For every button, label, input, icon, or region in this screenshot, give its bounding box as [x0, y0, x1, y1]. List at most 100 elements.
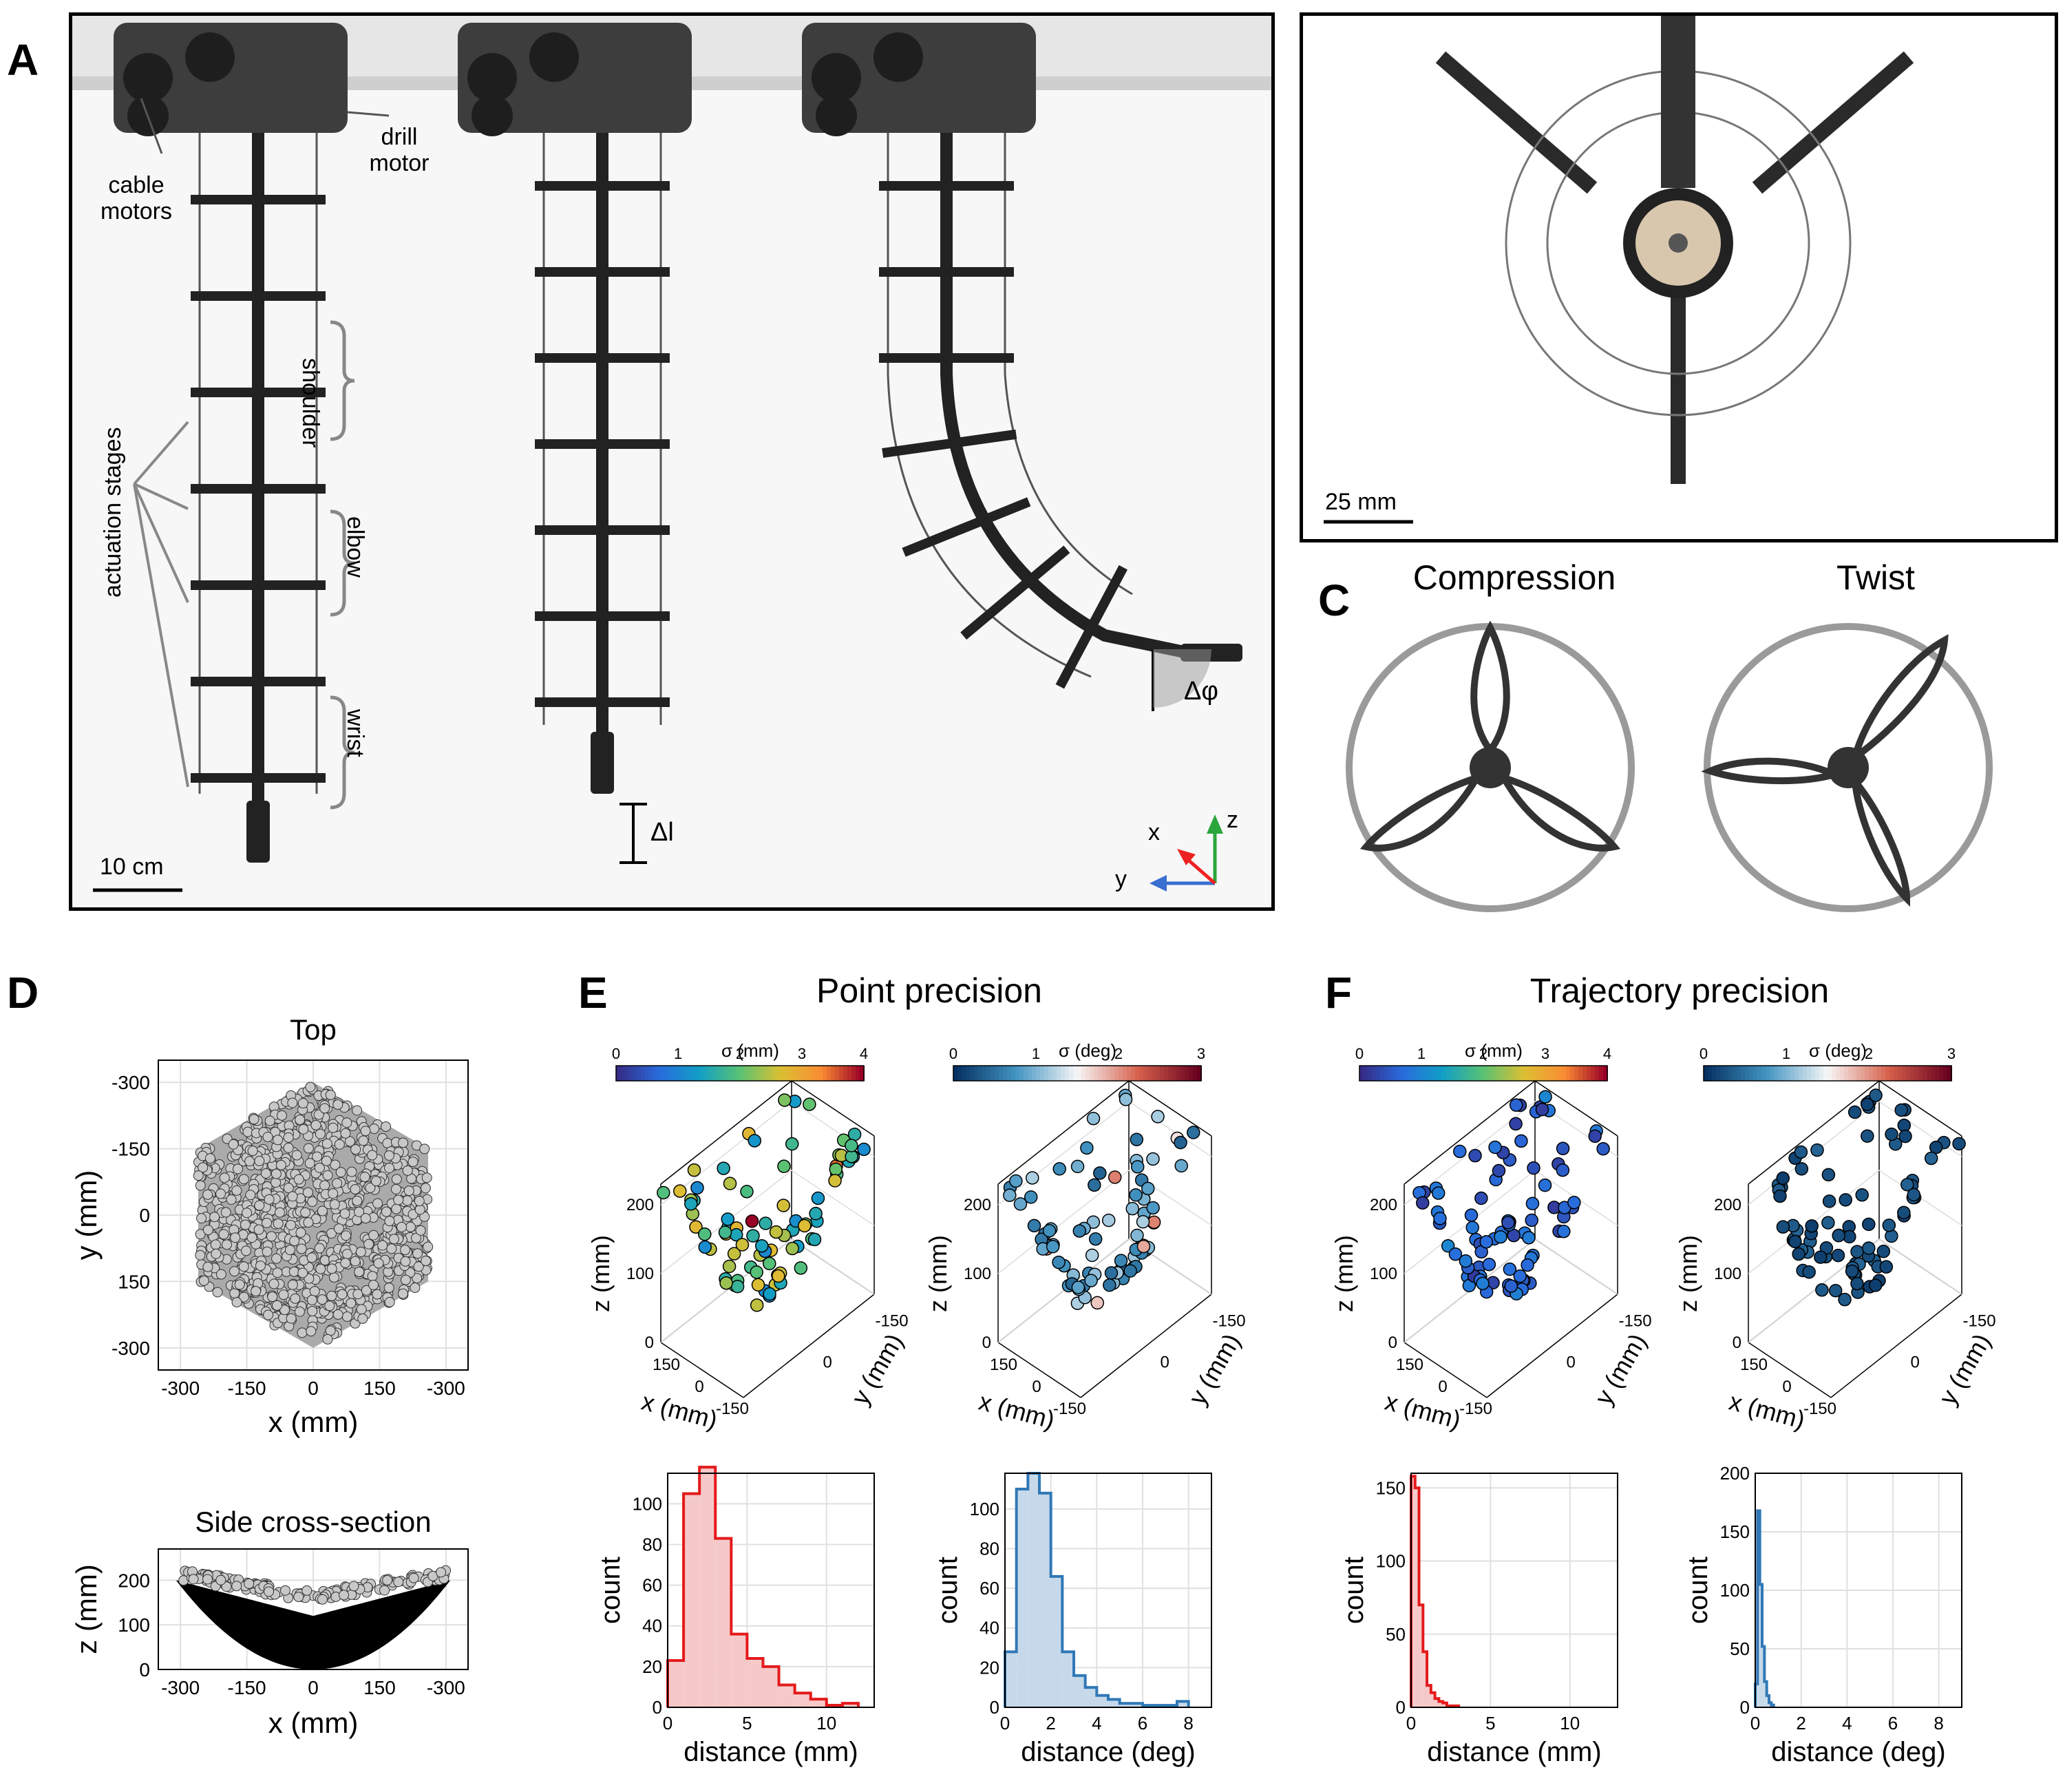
colorbar-segment	[666, 1066, 670, 1081]
colorbar-segment	[1923, 1066, 1927, 1081]
plot-area	[1411, 1473, 1618, 1707]
colorbar-segment	[1856, 1066, 1861, 1081]
colorbar-segment	[798, 1066, 803, 1081]
y-tick-label: 100	[118, 1614, 150, 1636]
data-point	[1416, 1196, 1430, 1210]
data-point	[230, 1232, 241, 1243]
data-point	[1821, 1216, 1835, 1230]
colorbar-segment	[661, 1066, 666, 1081]
histogram-bar	[1039, 1493, 1051, 1707]
colorbar-segment	[1040, 1066, 1045, 1081]
data-point	[1924, 1151, 1938, 1166]
data-point	[271, 1168, 282, 1179]
data-point	[1850, 1245, 1864, 1258]
data-point	[255, 1261, 266, 1272]
y-tick-label: 40	[642, 1616, 662, 1636]
panel-letter-a: A	[7, 35, 39, 85]
data-point	[291, 1150, 302, 1161]
colorbar-segment	[1508, 1066, 1513, 1081]
label-cable-motors: cable motors	[100, 172, 172, 224]
colorbar-segment	[1828, 1066, 1832, 1081]
data-point	[313, 1109, 324, 1120]
data-point	[358, 1135, 369, 1146]
data-point	[304, 1158, 315, 1169]
y-tick-label: -150	[1619, 1312, 1652, 1331]
colorbar-tick: 2	[1865, 1045, 1873, 1062]
data-point	[1474, 1191, 1488, 1205]
colorbar-segment	[1902, 1066, 1907, 1081]
colorbar-segment	[1044, 1066, 1049, 1081]
data-point	[1862, 1241, 1876, 1255]
colorbar-segment	[1061, 1066, 1066, 1081]
data-point	[198, 1162, 209, 1173]
colorbar-segment	[1906, 1066, 1911, 1081]
x-tick-label: 0	[1750, 1713, 1760, 1733]
data-point	[288, 1266, 299, 1277]
data-point	[244, 1578, 255, 1589]
data-point	[807, 1232, 822, 1247]
colorbar-segment	[1708, 1066, 1713, 1081]
colorbar-segment	[711, 1066, 716, 1081]
colorbar-tick: 1	[1032, 1045, 1040, 1062]
data-point	[400, 1245, 411, 1256]
colorbar-segment	[1028, 1066, 1032, 1081]
data-point	[193, 1170, 204, 1181]
data-point	[772, 1269, 785, 1283]
y-tick-label: 60	[642, 1575, 662, 1596]
colorbar-segment	[1479, 1066, 1484, 1081]
data-point	[1556, 1163, 1570, 1177]
colorbar-segment	[827, 1066, 832, 1081]
data-point	[284, 1245, 295, 1256]
data-point	[295, 1227, 306, 1238]
axis-edge	[1128, 1080, 1212, 1137]
colorbar-segment	[1492, 1066, 1496, 1081]
data-point	[412, 1248, 423, 1259]
data-point	[325, 1089, 336, 1100]
data-point	[1088, 1178, 1101, 1192]
data-point	[1838, 1292, 1852, 1307]
histogram-bar	[1108, 1699, 1120, 1707]
data-point	[247, 1146, 258, 1157]
data-point	[326, 1290, 337, 1301]
colorbar-tick: 0	[1355, 1045, 1364, 1062]
data-point	[1465, 1221, 1479, 1234]
data-point	[279, 1585, 290, 1596]
data-point	[421, 1256, 432, 1267]
data-point	[315, 1263, 326, 1274]
colorbar-segment	[728, 1066, 732, 1081]
colorbar-segment	[1574, 1066, 1579, 1081]
colorbar-segment	[794, 1066, 798, 1081]
colorbar-segment	[1368, 1066, 1373, 1081]
data-point	[1146, 1201, 1160, 1215]
colorbar-segment	[1778, 1066, 1783, 1081]
data-point	[273, 1218, 284, 1229]
colorbar-segment	[1007, 1066, 1012, 1081]
y-tick-label: 100	[1376, 1551, 1406, 1572]
data-point	[369, 1124, 380, 1135]
x-tick-label: 0	[1782, 1378, 1791, 1396]
data-point	[357, 1313, 368, 1324]
data-point	[293, 1592, 304, 1603]
data-point	[339, 1208, 350, 1219]
panel-b-photo	[1300, 12, 2058, 542]
label-scale-a: 10 cm	[100, 854, 164, 880]
colorbar-segment	[1803, 1066, 1808, 1081]
z-tick-label: 0	[982, 1334, 991, 1352]
data-point	[381, 1206, 392, 1217]
data-point	[718, 1225, 732, 1239]
data-point	[341, 1311, 352, 1322]
histogram-outline	[1754, 1509, 1775, 1707]
colorbar-segment	[1533, 1066, 1538, 1081]
colorbar-segment	[686, 1066, 691, 1081]
z-tick-label: 0	[645, 1334, 654, 1352]
colorbar-segment	[781, 1066, 786, 1081]
data-point	[350, 1183, 361, 1194]
z-tick-label: 100	[1714, 1265, 1741, 1283]
colorbar-segment	[1438, 1066, 1443, 1081]
data-point	[319, 1180, 330, 1191]
y-tick-label: 0	[139, 1205, 150, 1226]
data-point	[414, 1196, 425, 1207]
data-point	[254, 1155, 265, 1166]
data-point	[231, 1581, 242, 1592]
data-point	[382, 1574, 393, 1585]
